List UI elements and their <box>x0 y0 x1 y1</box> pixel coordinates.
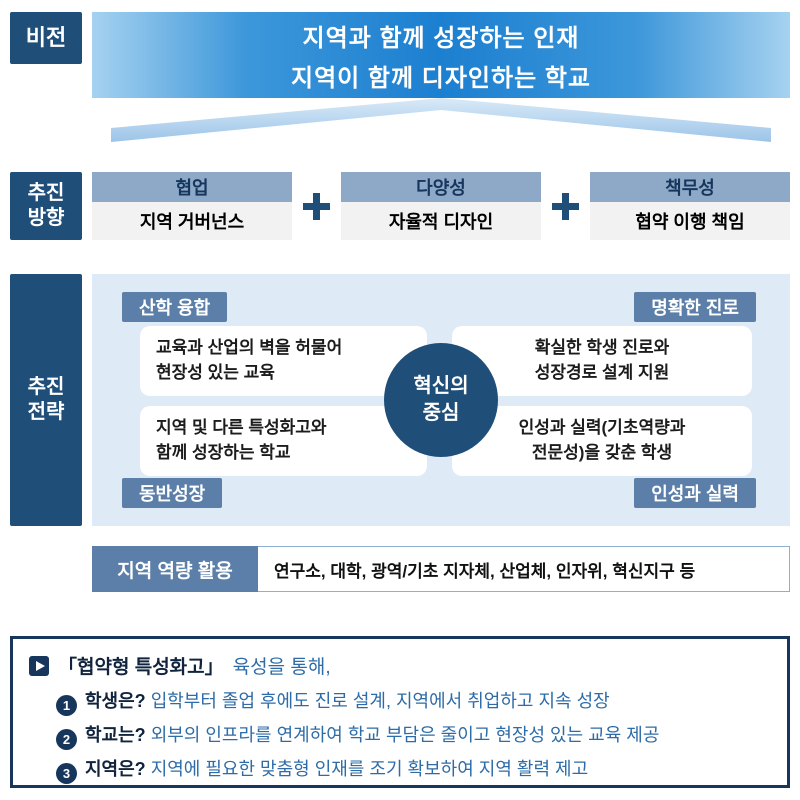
summary-box: 「협약형 특성화고」 육성을 통해, 1 학생은? 입학부터 졸업 후에도 진로… <box>10 636 790 788</box>
summary-item-text: 입학부터 졸업 후에도 진로 설계, 지역에서 취업하고 지속 성장 <box>145 691 610 711</box>
region-capacity-body: 연구소, 대학, 광역/기초 지자체, 산업체, 인자위, 혁신지구 등 <box>258 546 790 592</box>
direction-label: 추진 방향 <box>10 172 82 240</box>
direction-content: 협업 지역 거버넌스 다양성 자율적 디자인 책무성 협약 이행 책임 <box>92 172 790 240</box>
strategy-content: 산학 융합 명확한 진로 동반성장 인성과 실력 교육과 산업의 벽을 허물어 … <box>92 274 790 526</box>
direction-box-header: 책무성 <box>590 172 790 202</box>
strategy-card-bottom-left: 지역 및 다른 특성화고와 함께 성장하는 학교 <box>140 406 427 476</box>
direction-box-header: 협업 <box>92 172 292 202</box>
plus-wrap <box>541 172 590 240</box>
summary-item-lead: 지역은? <box>85 759 146 779</box>
badge-mutual-growth: 동반성장 <box>122 478 223 508</box>
strategy-label: 추진 전략 <box>10 274 82 526</box>
badge-industry-academia: 산학 융합 <box>122 292 228 322</box>
summary-item-text: 외부의 인프라를 연계하여 학교 부담은 줄이고 현장성 있는 교육 제공 <box>145 725 660 745</box>
badge-clear-career: 명확한 진로 <box>634 292 756 322</box>
region-capacity-section: 지역 역량 활용 연구소, 대학, 광역/기초 지자체, 산업체, 인자위, 혁… <box>92 546 790 592</box>
summary-intro-rest: 육성을 통해, <box>232 657 331 678</box>
summary-item-region: 3 지역은? 지역에 필요한 맞춤형 인재를 조기 확보하여 지역 활력 제고 <box>56 755 771 784</box>
summary-intro: 「협약형 특성화고」 육성을 통해, <box>29 652 771 679</box>
plus-icon <box>552 192 579 220</box>
direction-box-header: 다양성 <box>341 172 541 202</box>
arrow-right-icon <box>29 655 49 676</box>
plus-wrap <box>292 172 341 240</box>
up-chevron-icon <box>111 98 771 142</box>
innovation-center-circle: 혁신의 중심 <box>384 343 498 457</box>
vision-section: 비전 지역과 함께 성장하는 인재 지역이 함께 디자인하는 학교 <box>10 12 790 98</box>
summary-intro-bold: 「협약형 특성화고」 <box>58 657 224 678</box>
summary-item-students: 1 학생은? 입학부터 졸업 후에도 진로 설계, 지역에서 취업하고 지속 성… <box>56 687 771 716</box>
strategy-section: 추진 전략 산학 융합 명확한 진로 동반성장 인성과 실력 교육과 산업의 벽… <box>10 274 790 526</box>
circled-number-3-icon: 3 <box>56 763 77 784</box>
direction-box-body: 협약 이행 책임 <box>590 202 790 240</box>
direction-box-body: 자율적 디자인 <box>341 202 541 240</box>
vision-banner: 지역과 함께 성장하는 인재 지역이 함께 디자인하는 학교 <box>92 12 790 98</box>
summary-item-text: 지역에 필요한 맞춤형 인재를 조기 확보하여 지역 활력 제고 <box>145 759 589 779</box>
region-capacity-label: 지역 역량 활용 <box>92 546 258 592</box>
direction-box-collaboration: 협업 지역 거버넌스 <box>92 172 292 240</box>
plus-icon <box>303 192 330 220</box>
circled-number-1-icon: 1 <box>56 695 77 716</box>
vision-label: 비전 <box>10 12 82 64</box>
direction-section: 추진 방향 협업 지역 거버넌스 다양성 자율적 디자인 책무성 협약 이행 책… <box>10 172 790 240</box>
strategy-card-bottom-right: 인성과 실력(기초역량과 전문성)을 갖춘 학생 <box>452 406 752 476</box>
summary-item-schools: 2 학교는? 외부의 인프라를 연계하여 학교 부담은 줄이고 현장성 있는 교… <box>56 721 771 750</box>
badge-character-skill: 인성과 실력 <box>634 478 756 508</box>
direction-box-accountability: 책무성 협약 이행 책임 <box>590 172 790 240</box>
direction-box-diversity: 다양성 자율적 디자인 <box>341 172 541 240</box>
summary-item-lead: 학교는? <box>85 725 146 745</box>
strategy-card-top-right: 확실한 학생 진로와 성장경로 설계 지원 <box>452 326 752 396</box>
chevron-row <box>92 98 790 142</box>
vision-banner-line1: 지역과 함께 성장하는 인재 <box>302 24 580 52</box>
circled-number-2-icon: 2 <box>56 729 77 750</box>
direction-box-body: 지역 거버넌스 <box>92 202 292 240</box>
summary-item-lead: 학생은? <box>85 691 146 711</box>
vision-banner-line2: 지역이 함께 디자인하는 학교 <box>291 64 591 92</box>
strategy-card-top-left: 교육과 산업의 벽을 허물어 현장성 있는 교육 <box>140 326 427 396</box>
